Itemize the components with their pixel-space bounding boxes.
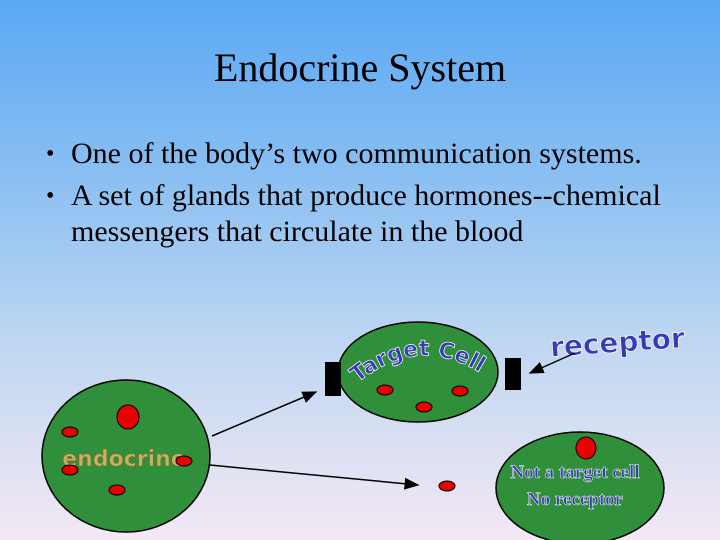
bullet-list: • One of the body’s two communication sy… [46,136,686,256]
bullet-item: • One of the body’s two communication sy… [46,136,686,172]
hormone-icon [108,484,126,496]
slide-title: Endocrine System [213,45,507,90]
receptor-label: receptor [549,321,686,363]
bullet-item: • A set of glands that produce hormones-… [46,178,686,250]
hormone-icon [175,455,193,467]
non-target-label-line2: No receptor [527,489,624,510]
bullet-text: A set of glands that produce hormones--c… [71,179,661,248]
hormone-icon [415,401,433,413]
gland-label: endocrine [62,447,185,472]
bullet-dot-icon: • [46,141,55,167]
non-target-label-line1: Not a target cell [510,462,639,483]
receptor-arrow [528,352,576,374]
hormone-icon [61,464,79,476]
hormone-arrow-to-target [211,391,318,437]
hormone-icon [451,385,469,397]
gland-cell [41,379,211,533]
non-target-cell [495,431,665,540]
receptor-icon [505,358,521,390]
hormone-icon [438,480,456,492]
receptor-icon [325,362,341,396]
bullet-dot-icon: • [46,183,55,209]
hormone-icon [116,404,140,430]
bullet-text: One of the body’s two communication syst… [71,137,642,170]
hormone-icon [575,436,597,460]
hormone-arrow-to-non-target [209,464,420,490]
hormone-icon [61,426,79,438]
hormone-icon [376,384,394,396]
